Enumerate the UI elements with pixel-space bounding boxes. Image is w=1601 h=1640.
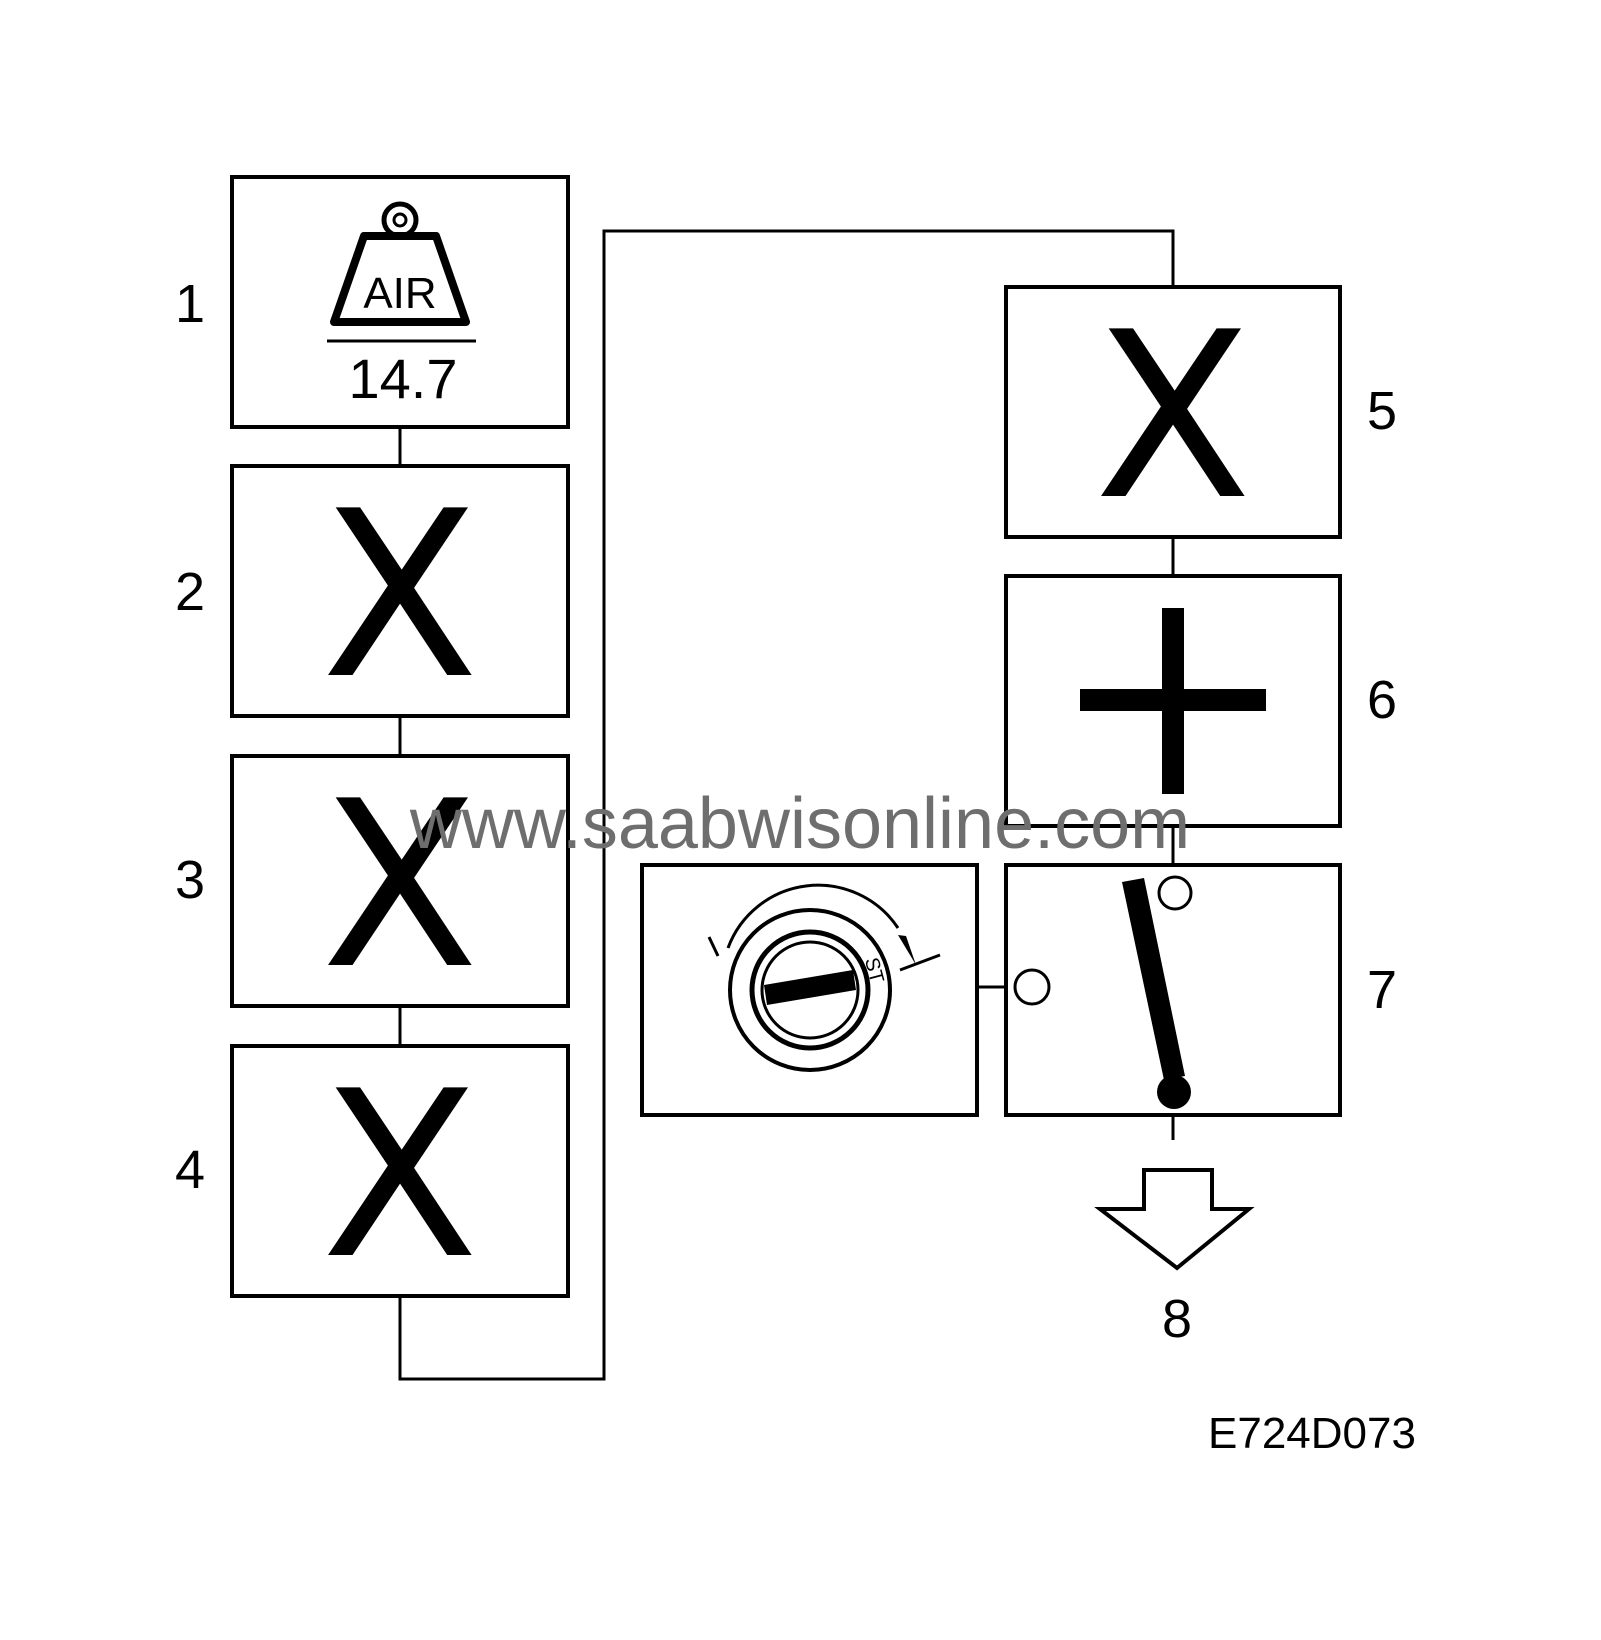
step-number-8: 8: [1162, 1289, 1192, 1349]
exclamation-icon: [1122, 878, 1191, 1109]
watermark-text: www.saabwisonline.com: [409, 784, 1190, 864]
step-number-2: 2: [175, 562, 205, 622]
ignition-key-icon: [707, 883, 941, 1072]
step-5-box: X: [1004, 284, 1342, 551]
step-number-4: 4: [175, 1140, 205, 1200]
connector-node-top: [1157, 875, 1193, 911]
connector-node-left: [1013, 968, 1051, 1006]
down-arrow-icon: [1094, 1168, 1255, 1271]
x-mark-3: X: [321, 753, 479, 1020]
figure-code: E724D073: [1208, 1409, 1416, 1458]
x-mark-5: X: [1094, 284, 1252, 551]
step-2-box: X: [230, 463, 570, 730]
x-mark-2: X: [321, 463, 479, 730]
step-7-warning-box: [1004, 863, 1342, 1117]
ignition-switch-box: ST: [640, 863, 979, 1117]
step-6-plus-box: [1004, 574, 1342, 828]
plus-icon: [1080, 608, 1266, 794]
step-number-7: 7: [1367, 960, 1397, 1020]
step-number-6: 6: [1367, 670, 1397, 730]
ratio-value: 14.7: [349, 347, 458, 410]
step-number-3: 3: [175, 850, 205, 910]
step-4-box: X: [230, 1043, 570, 1310]
connector-wires: [398, 229, 1175, 1381]
air-label: AIR: [363, 269, 436, 318]
x-mark-4: X: [321, 1043, 479, 1310]
step-number-5: 5: [1367, 381, 1397, 441]
weight-icon: [330, 201, 470, 326]
step-number-1: 1: [175, 274, 205, 334]
step-3-box: X: [230, 753, 570, 1020]
step-1-air-ratio-box: AIR 14.7: [230, 175, 570, 429]
